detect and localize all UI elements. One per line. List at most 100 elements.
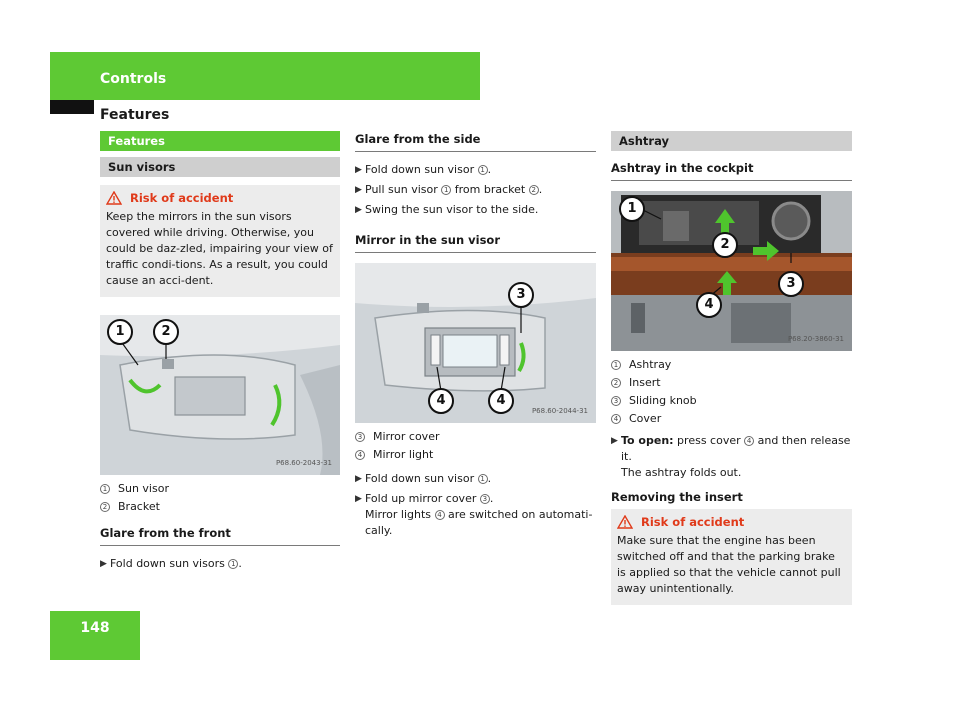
header-black-tab [50, 100, 94, 114]
page-number: 148 [80, 620, 110, 636]
legend-item: 3 Mirror cover [355, 429, 596, 445]
column-left: Features Sun visors Risk of accident Kee… [100, 131, 340, 576]
warning-text: Make sure that the engine has been switc… [617, 534, 841, 595]
figure-code: P68.20-3860-31 [787, 335, 844, 343]
ref-number: 1 [228, 559, 239, 569]
step-text-end: . [489, 492, 494, 505]
warning-title: Risk of accident [130, 191, 234, 205]
ref-number: 4 [434, 510, 445, 520]
callout-3: 3 [778, 271, 804, 297]
ref-number: 1 [477, 474, 488, 484]
step-text-end: . [538, 183, 543, 196]
note-text-end: are switched on automati-cally. [365, 508, 593, 537]
ashtray-illustration [611, 191, 852, 351]
ashtray-cockpit-heading: Ashtray in the cockpit [611, 160, 852, 181]
callout-2: 2 [153, 319, 179, 345]
sun-visors-band: Sun visors [100, 157, 340, 177]
step-text-end: . [487, 163, 492, 176]
step-text-end: . [487, 472, 492, 485]
legend-label: Ashtray [629, 358, 672, 371]
legend-list: 1 Sun visor 2 Bracket [100, 481, 340, 515]
step-item: ▶ Fold down sun visor 1. [355, 162, 596, 178]
legend-number: 4 [611, 414, 621, 424]
callout-1: 1 [107, 319, 133, 345]
step-text: press cover [673, 434, 745, 447]
sun-visor-figure: 1 2 P68.60-2043-31 [100, 315, 340, 475]
legend-label: Insert [629, 376, 661, 389]
step-text-end: and then release it. [621, 434, 851, 463]
figure-code: P68.60-2043-31 [275, 459, 332, 467]
legend-item: 1 Ashtray [611, 357, 852, 373]
step-text: Fold down sun visors [110, 557, 229, 570]
legend-item: 4 Mirror light [355, 447, 596, 463]
legend-item: 2 Insert [611, 375, 852, 391]
column-middle: Glare from the side ▶ Fold down sun viso… [355, 131, 596, 539]
arrow-right-icon: ▶ [355, 165, 362, 175]
warning-heading: Risk of accident [617, 514, 846, 530]
step-text: Fold down sun visor [365, 163, 478, 176]
warning-title: Risk of accident [641, 515, 745, 529]
step-item: ▶ Pull sun visor 1 from bracket 2. [355, 182, 596, 198]
arrow-right-icon: ▶ [355, 474, 362, 484]
mirror-figure: 3 4 4 P68.60-2044-31 [355, 263, 596, 423]
callout-3: 3 [508, 282, 534, 308]
glare-front-heading: Glare from the front [100, 525, 340, 546]
figure-code: P68.60-2044-31 [531, 407, 588, 415]
mirror-note: Mirror lights 4 are switched on automati… [355, 507, 596, 539]
legend-label: Mirror light [373, 448, 434, 461]
callout-4-left: 4 [428, 388, 454, 414]
legend-label: Sun visor [118, 482, 169, 495]
arrow-right-icon: ▶ [355, 205, 362, 215]
warning-box: Risk of accident Keep the mirrors in the… [100, 185, 340, 297]
page-number-box [50, 611, 140, 660]
step-item: ▶ Fold down sun visor 1. [355, 471, 596, 487]
legend-label: Bracket [118, 500, 160, 513]
legend-item: 4 Cover [611, 411, 852, 427]
chapter-title: Controls [100, 71, 167, 87]
note-text: Mirror lights [365, 508, 435, 521]
step-text: Fold up mirror cover [365, 492, 480, 505]
warning-text: Keep the mirrors in the sun visors cover… [106, 210, 333, 287]
step-item: ▶ Swing the sun visor to the side. [355, 202, 596, 218]
step-item: ▶ Fold up mirror cover 3. [355, 491, 596, 507]
sun-visor-illustration [100, 315, 340, 475]
ref-number: 3 [479, 494, 490, 504]
legend-number: 1 [100, 484, 110, 494]
mirror-illustration [355, 263, 596, 423]
step-item: ▶ Fold down sun visors 1. [100, 556, 340, 572]
legend-item: 3 Sliding knob [611, 393, 852, 409]
legend-number: 2 [611, 378, 621, 388]
warning-heading: Risk of accident [106, 190, 334, 206]
ashtray-band: Ashtray [611, 131, 852, 151]
legend-list: 3 Mirror cover 4 Mirror light [355, 429, 596, 463]
arrow-right-icon: ▶ [100, 559, 107, 569]
step-text: Fold down sun visor [365, 472, 478, 485]
column-right: Ashtray Ashtray in the cockpit 1 2 3 4 P… [611, 131, 852, 605]
callout-1: 1 [619, 196, 645, 222]
arrow-right-icon: ▶ [355, 494, 362, 504]
warning-triangle-icon [106, 191, 122, 205]
legend-list: 1 Ashtray 2 Insert 3 Sliding knob 4 Cove… [611, 357, 852, 427]
ref-number: 1 [477, 165, 488, 175]
ref-number: 2 [528, 185, 539, 195]
legend-item: 1 Sun visor [100, 481, 340, 497]
callout-4: 4 [696, 292, 722, 318]
ref-number: 4 [744, 436, 755, 446]
section-title: Features [100, 107, 170, 123]
legend-label: Cover [629, 412, 662, 425]
step-text: Swing the sun visor to the side. [365, 203, 539, 216]
ashtray-figure: 1 2 3 4 P68.20-3860-31 [611, 191, 852, 351]
open-result: The ashtray folds out. [621, 466, 742, 479]
step-text: Pull sun visor [365, 183, 442, 196]
arrow-right-icon: ▶ [355, 185, 362, 195]
callout-4-right: 4 [488, 388, 514, 414]
chapter-header-bar [50, 52, 480, 100]
warning-triangle-icon [617, 515, 633, 529]
warning-box: Risk of accident Make sure that the engi… [611, 509, 852, 605]
legend-number: 3 [611, 396, 621, 406]
legend-label: Sliding knob [629, 394, 697, 407]
mirror-heading: Mirror in the sun visor [355, 232, 596, 253]
arrow-right-icon: ▶ [611, 436, 618, 446]
ref-number: 1 [441, 185, 452, 195]
legend-number: 1 [611, 360, 621, 370]
